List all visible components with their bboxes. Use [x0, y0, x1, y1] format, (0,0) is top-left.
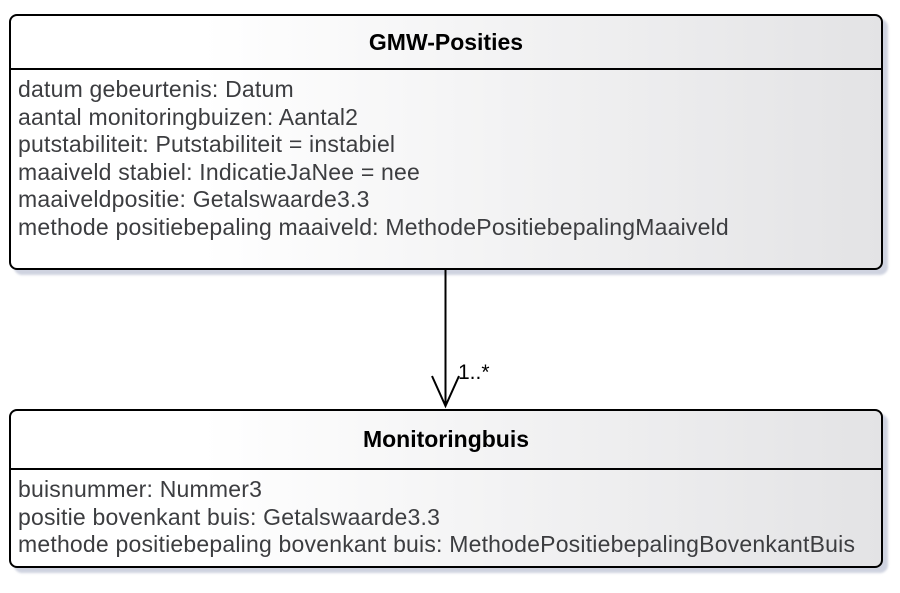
attribute-maaiveld-stabiel: maaiveld stabiel: IndicatieJaNee = nee [18, 158, 421, 185]
attribute-maaiveldpositie: maaiveldpositie: Getalswaarde3.3 [18, 186, 370, 212]
open-arrowhead-icon [431, 375, 460, 409]
attribute-datum-gebeurtenis: datum gebeurtenis: Datum [18, 76, 294, 102]
attribute-aantal-monitoringbuizen: aantal monitoringbuizen: Aantal2 [18, 103, 359, 130]
class-gmw-posities-attribute-compartment: datum gebeurtenis: Datum aantal monitori… [11, 70, 881, 241]
attribute-positie-bovenkant-buis: positie bovenkant buis: Getalswaarde3.3 [18, 503, 441, 530]
class-monitoringbuis: Monitoringbuis buisnummer: Nummer3 posit… [9, 409, 883, 568]
class-monitoringbuis-attribute-compartment: buisnummer: Nummer3 positie bovenkant bu… [11, 470, 881, 559]
attribute-methode-positiebepaling-bovenkant-buis: methode positiebepaling bovenkant buis: … [18, 531, 856, 557]
attribute-putstabiliteit: putstabiliteit: Putstabiliteit = instabi… [18, 131, 396, 157]
class-title-monitoringbuis: Monitoringbuis [11, 411, 881, 470]
class-gmw-posities: GMW-Posities datum gebeurtenis: Datum aa… [9, 14, 883, 270]
attribute-methode-positiebepaling-maaiveld: methode positiebepaling maaiveld: Method… [18, 213, 729, 240]
attribute-buisnummer: buisnummer: Nummer3 [18, 476, 263, 502]
class-title-gmw-posities: GMW-Posities [11, 16, 881, 70]
multiplicity-label: 1..* [458, 361, 490, 384]
